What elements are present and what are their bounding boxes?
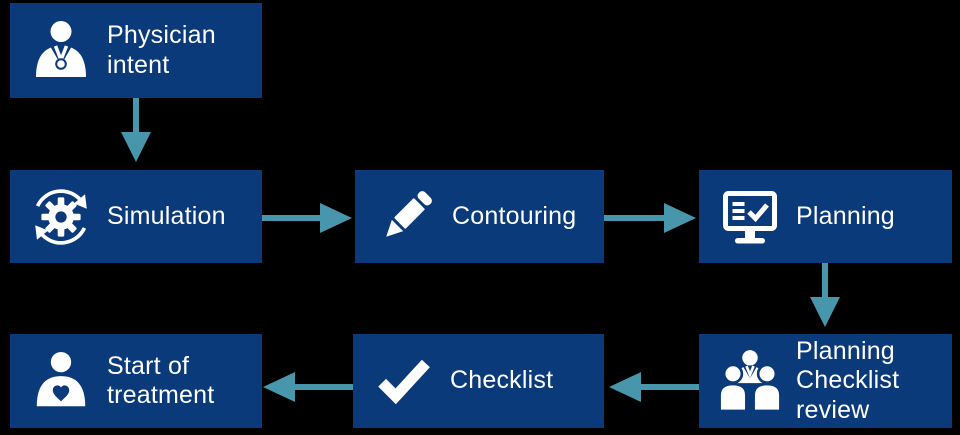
node-checklist: Checklist [353, 334, 604, 428]
node-planning-checklist-review: Planning Checklist review [699, 334, 952, 428]
arrow-checklist-to-start [263, 372, 353, 402]
node-start-of-treatment: Start of treatment [10, 334, 262, 428]
arrow-review-to-checklist [609, 372, 699, 402]
node-label: Contouring [452, 201, 577, 230]
node-label: Physician intent [107, 21, 216, 79]
node-label: Checklist [450, 366, 554, 395]
arrow-physician-to-simulation [121, 98, 151, 162]
patient-heart-icon [28, 349, 94, 413]
node-planning: Planning [699, 170, 952, 263]
node-simulation: Simulation [10, 170, 262, 263]
arrow-planning-to-review [810, 263, 840, 327]
arrow-simulation-to-contouring [262, 203, 352, 233]
node-label: Simulation [107, 201, 226, 230]
gear-cycle-icon [28, 184, 94, 250]
pencil-icon [373, 185, 439, 249]
arrow-contouring-to-planning [604, 203, 696, 233]
node-label: Planning [796, 201, 895, 230]
checkmark-icon [371, 353, 437, 409]
node-contouring: Contouring [355, 170, 604, 263]
node-label: Planning Checklist review [796, 336, 900, 424]
node-physician-intent: Physician intent [10, 3, 262, 98]
people-group-icon [717, 348, 783, 414]
monitor-checklist-icon [717, 186, 783, 248]
node-label: Start of treatment [107, 351, 215, 410]
physician-icon [28, 18, 94, 84]
